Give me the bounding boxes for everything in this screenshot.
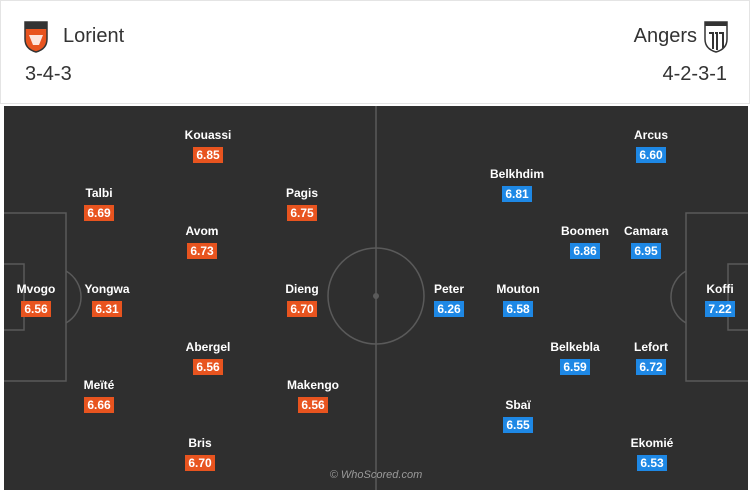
player-name: Dieng <box>285 282 319 296</box>
player-rating: 6.69 <box>84 205 114 221</box>
player-rating: 6.58 <box>503 301 533 317</box>
player-rating: 6.31 <box>92 301 122 317</box>
player-rating: 7.22 <box>705 301 735 317</box>
player-card[interactable]: Camara 6.95 <box>606 224 686 260</box>
player-rating: 6.85 <box>193 147 223 163</box>
player-name: Mouton <box>496 282 540 296</box>
player-card[interactable]: Makengo 6.56 <box>273 378 353 414</box>
player-name: Belkebla <box>550 340 600 354</box>
player-rating: 6.95 <box>631 243 661 259</box>
player-card[interactable]: Mouton 6.58 <box>478 282 558 318</box>
player-name: Arcus <box>633 128 668 142</box>
player-name: Meïté <box>83 378 115 392</box>
player-card[interactable]: Peter 6.26 <box>409 282 489 318</box>
player-rating: 6.26 <box>434 301 464 317</box>
player-rating: 6.56 <box>193 359 223 375</box>
player-rating: 6.56 <box>298 397 328 413</box>
player-rating: 6.56 <box>21 301 51 317</box>
player-rating: 6.73 <box>187 243 217 259</box>
player-card[interactable]: Ekomié 6.53 <box>612 436 692 472</box>
player-card[interactable]: Belkebla 6.59 <box>535 340 615 376</box>
player-rating: 6.81 <box>502 186 532 202</box>
home-formation: 3-4-3 <box>25 63 72 85</box>
player-rating: 6.60 <box>636 147 666 163</box>
player-card[interactable]: Arcus 6.60 <box>611 128 691 164</box>
match-header: Lorient 3-4-3 Angers 4-2-3-1 <box>0 0 750 104</box>
player-name: Lefort <box>634 340 668 354</box>
player-card[interactable]: Kouassi 6.85 <box>168 128 248 164</box>
player-card[interactable]: Meïté 6.66 <box>59 378 139 414</box>
player-name: Avom <box>185 224 219 238</box>
player-rating: 6.53 <box>637 455 667 471</box>
player-rating: 6.70 <box>287 301 317 317</box>
player-card[interactable]: Koffi 7.22 <box>680 282 748 318</box>
player-rating: 6.75 <box>287 205 317 221</box>
player-card[interactable]: Dieng 6.70 <box>262 282 342 318</box>
away-formation: 4-2-3-1 <box>662 63 727 85</box>
player-name: Abergel <box>185 340 231 354</box>
watermark: © WhoScored.com <box>329 469 423 481</box>
player-name: Sbaï <box>505 398 531 412</box>
player-name: Kouassi <box>184 128 232 142</box>
player-card[interactable]: Talbi 6.69 <box>59 186 139 222</box>
player-card[interactable]: Mvogo 6.56 <box>4 282 76 318</box>
player-rating: 6.70 <box>185 455 215 471</box>
player-card[interactable]: Lefort 6.72 <box>611 340 691 376</box>
lorient-crest-icon <box>24 21 48 53</box>
pitch: Kouassi 6.85 Talbi 6.69 Pagis 6.75 Avom … <box>4 106 748 490</box>
player-rating: 6.66 <box>84 397 114 413</box>
player-name: Camara <box>623 224 669 238</box>
home-team-name: Lorient <box>63 25 125 47</box>
player-name: Ekomié <box>630 436 674 450</box>
player-name: Yongwa <box>84 282 130 296</box>
player-card[interactable]: Belkhdim 6.81 <box>477 167 557 203</box>
player-name: Boomen <box>561 224 609 238</box>
player-name: Mvogo <box>16 282 56 296</box>
player-card[interactable]: Avom 6.73 <box>162 224 242 260</box>
player-rating: 6.55 <box>503 417 533 433</box>
player-name: Pagis <box>285 186 318 200</box>
player-card[interactable]: Bris 6.70 <box>160 436 240 472</box>
player-rating: 6.72 <box>636 359 666 375</box>
player-rating: 6.86 <box>570 243 600 259</box>
player-name: Koffi <box>706 282 734 296</box>
player-card[interactable]: Sbaï 6.55 <box>478 398 558 434</box>
player-name: Belkhdim <box>489 167 544 181</box>
away-team-name: Angers <box>633 25 697 47</box>
player-name: Peter <box>433 282 465 296</box>
player-card[interactable]: Boomen 6.86 <box>545 224 625 260</box>
player-card[interactable]: Abergel 6.56 <box>168 340 248 376</box>
player-name: Makengo <box>286 378 339 392</box>
player-name: Bris <box>188 436 212 450</box>
player-name: Talbi <box>85 186 113 200</box>
player-card[interactable]: Yongwa 6.31 <box>67 282 147 318</box>
player-rating: 6.59 <box>560 359 590 375</box>
pitch-markings <box>4 106 748 490</box>
player-card[interactable]: Pagis 6.75 <box>262 186 342 222</box>
angers-sco-crest-icon <box>704 21 728 53</box>
